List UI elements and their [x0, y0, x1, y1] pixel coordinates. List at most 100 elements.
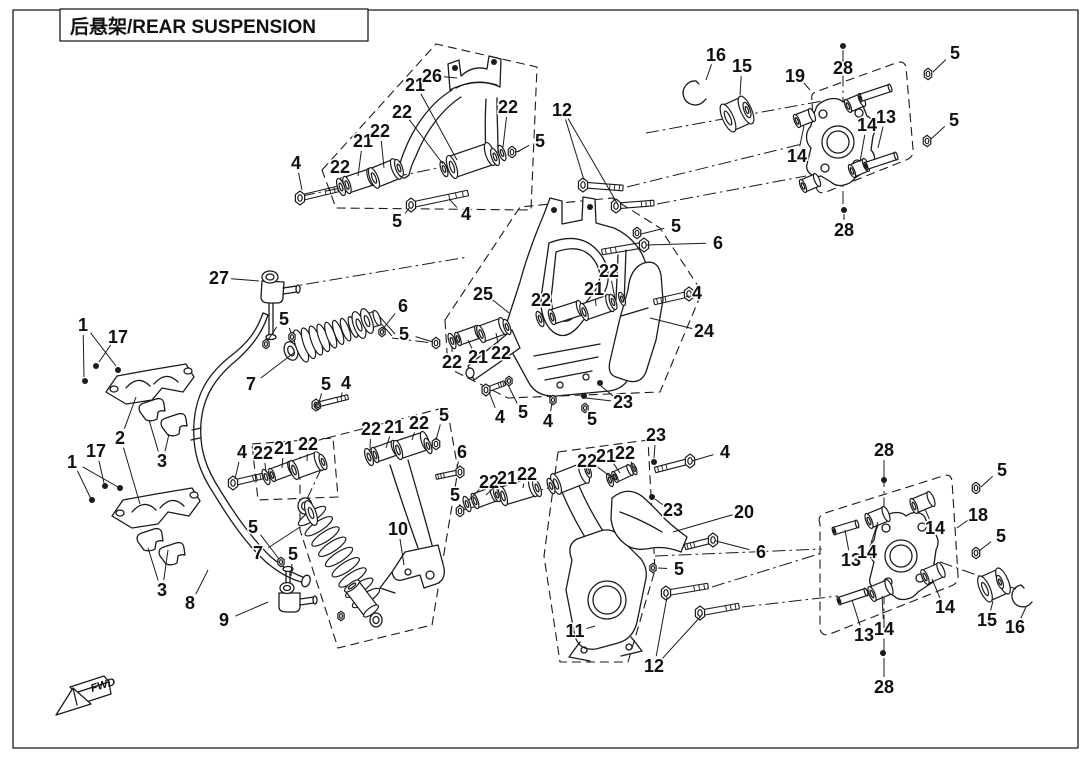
callout-leader [318, 393, 323, 403]
part-number-label: 4 [461, 204, 471, 224]
callout-leader [931, 578, 941, 599]
callout-leader [990, 600, 994, 611]
part-number-label: 22 [577, 451, 597, 471]
callout-leader [930, 126, 946, 140]
circlip-top [682, 80, 707, 106]
callout-leader [1020, 606, 1027, 619]
callout-leader [649, 317, 693, 330]
callout-leader [516, 144, 530, 153]
part-number-label: 22 [392, 102, 412, 122]
part-number-label: 4 [720, 442, 730, 462]
callout-leader [98, 460, 105, 484]
part-number-label: 2 [115, 428, 125, 448]
circlip-bottom [1011, 584, 1033, 608]
part-number-label: 28 [874, 677, 894, 697]
callout-leader [381, 313, 396, 331]
page-title: 后悬架/REAR SUSPENSION [70, 16, 316, 38]
callout-leader [443, 76, 458, 79]
callout-leader [550, 402, 553, 412]
part-number-label: 21 [353, 131, 373, 151]
callout-leader [385, 436, 391, 449]
enclosure-trailing-arm [543, 439, 656, 663]
callout-leader [456, 461, 459, 469]
part-number-label: 14 [925, 518, 945, 538]
part-number-label: 26 [422, 66, 442, 86]
callout-leader [600, 385, 614, 397]
part-number-label: 17 [108, 327, 128, 347]
callout-leader [399, 538, 405, 566]
part-number-label: 10 [388, 519, 408, 539]
title-box [59, 8, 369, 42]
callout-leader [90, 332, 117, 367]
part-number-label: 5 [949, 110, 959, 130]
part-number-label: 16 [706, 45, 726, 65]
part-number-label: 3 [157, 580, 167, 600]
part-number-label: 5 [671, 216, 681, 236]
part-number-label: 15 [732, 56, 752, 76]
callout-leader [340, 392, 343, 399]
part-number-label: 22 [409, 413, 429, 433]
part-number-label: 6 [457, 442, 467, 462]
part-number-label: 19 [785, 66, 805, 86]
callout-leader [260, 351, 296, 379]
callout-leader [654, 498, 664, 506]
part-number-label: 14 [787, 146, 807, 166]
part-number-label: 4 [495, 407, 505, 427]
part-number-label: 15 [977, 610, 997, 630]
part-number-label: 5 [279, 309, 289, 329]
part-number-label: 14 [857, 542, 877, 562]
callout-leader [288, 327, 292, 334]
callout-leader [956, 519, 969, 529]
callout-leader [705, 64, 713, 81]
parts-lineart: FWD [55, 55, 1033, 716]
part-number-label: 24 [694, 321, 714, 341]
part-number-label: 22 [442, 352, 462, 372]
callout-leader [492, 299, 510, 314]
callout-leader [586, 625, 596, 630]
part-number-label: 16 [1005, 617, 1025, 637]
part-number-label: 20 [734, 502, 754, 522]
part-number-label: 13 [876, 107, 896, 127]
hardware-primitives [82, 43, 1011, 656]
part-number-label: 22 [615, 443, 635, 463]
part-number-label: 22 [517, 464, 537, 484]
callout-leader [123, 447, 141, 505]
callout-leader [449, 199, 458, 208]
stabilizer-link-lower [278, 565, 318, 613]
part-number-label: 5 [950, 43, 960, 63]
callout-leader [404, 207, 410, 214]
part-number-label: 5 [587, 409, 597, 429]
sway-bar-bushings [136, 397, 188, 566]
part-number-label: 22 [298, 434, 318, 454]
callout-leader [685, 295, 690, 298]
part-number-label: 5 [674, 559, 684, 579]
lower-a-arm [379, 459, 445, 594]
callout-leader [565, 119, 585, 181]
callout-leader [147, 547, 159, 581]
part-number-label: 4 [237, 442, 247, 462]
callout-leader [415, 336, 434, 343]
callout-leader [672, 514, 733, 533]
callout-leader [267, 526, 301, 549]
part-number-label: 27 [209, 268, 229, 288]
callout-leader [594, 298, 597, 307]
callout-leader [267, 326, 278, 341]
callout-leader [661, 615, 702, 660]
callout-leader [646, 242, 707, 246]
part-number-label: 23 [646, 425, 666, 445]
part-number-label: 17 [86, 441, 106, 461]
callout-leader [420, 93, 458, 161]
callout-leader [123, 396, 137, 429]
part-number-label: 5 [392, 211, 402, 231]
stabilizer-link-upper [260, 270, 301, 341]
part-number-label: 7 [246, 374, 256, 394]
part-number-label: 6 [398, 296, 408, 316]
part-number-label: 5 [997, 460, 1007, 480]
callout-leader [932, 59, 947, 73]
part-number-label: 22 [361, 419, 381, 439]
callout-leader [859, 134, 866, 163]
part-number-label: 28 [874, 440, 894, 460]
sway-bar [190, 312, 311, 588]
part-number-label: 23 [663, 500, 683, 520]
callout-leader [234, 601, 269, 617]
